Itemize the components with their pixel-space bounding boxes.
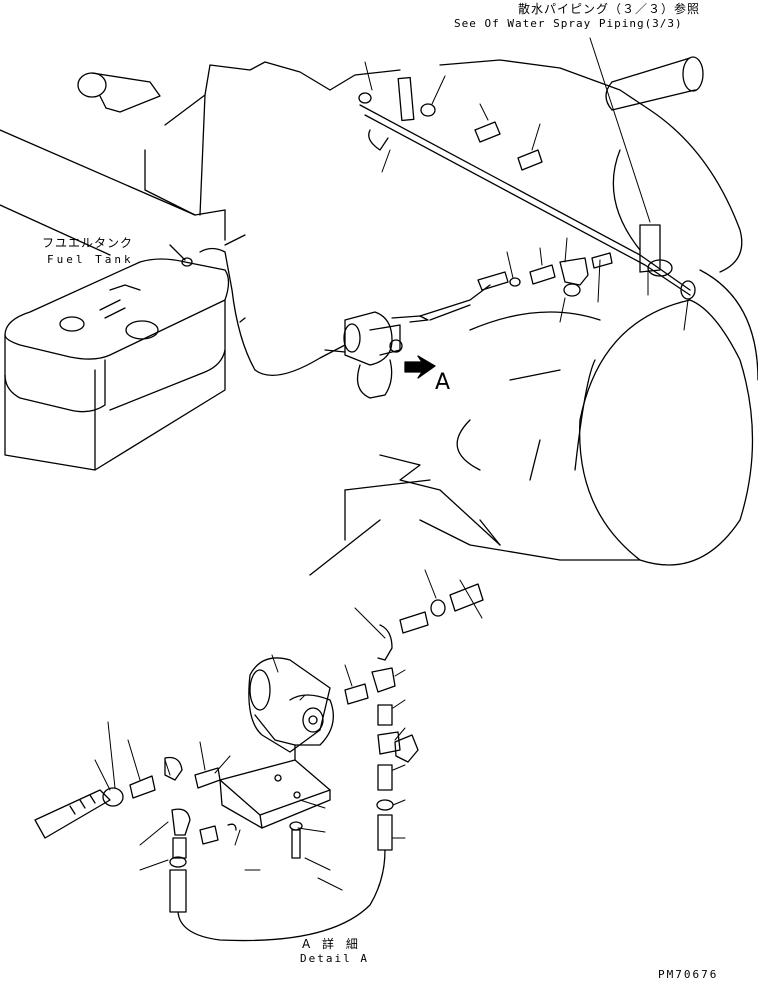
leader-lines-upper (364, 37, 689, 331)
fuel-tank (4, 258, 230, 471)
view-a-label: A (435, 370, 451, 395)
spray-fittings (474, 121, 613, 297)
spray-reference-en: See Of Water Spray Piping(3/3) (454, 17, 683, 30)
water-pump-upper (324, 284, 491, 399)
leader-lines-detail (94, 569, 483, 891)
fuel-hose-upper (169, 234, 346, 376)
detail-a-assembly (34, 583, 484, 942)
spray-reference-jp: 散水パイピング（３／３）参照 (518, 2, 701, 16)
spray-pipe (358, 76, 696, 300)
drawing-code: PM70676 (658, 968, 719, 981)
view-arrow (404, 355, 436, 379)
detail-a-label-jp: A 詳 細 (302, 937, 362, 951)
detail-a-label-en: Detail A (300, 952, 369, 965)
fuel-tank-label-jp: フユエルタンク (42, 236, 134, 250)
machine-frame-outline (0, 56, 758, 576)
fuel-tank-label-en: Fuel Tank (47, 253, 134, 266)
